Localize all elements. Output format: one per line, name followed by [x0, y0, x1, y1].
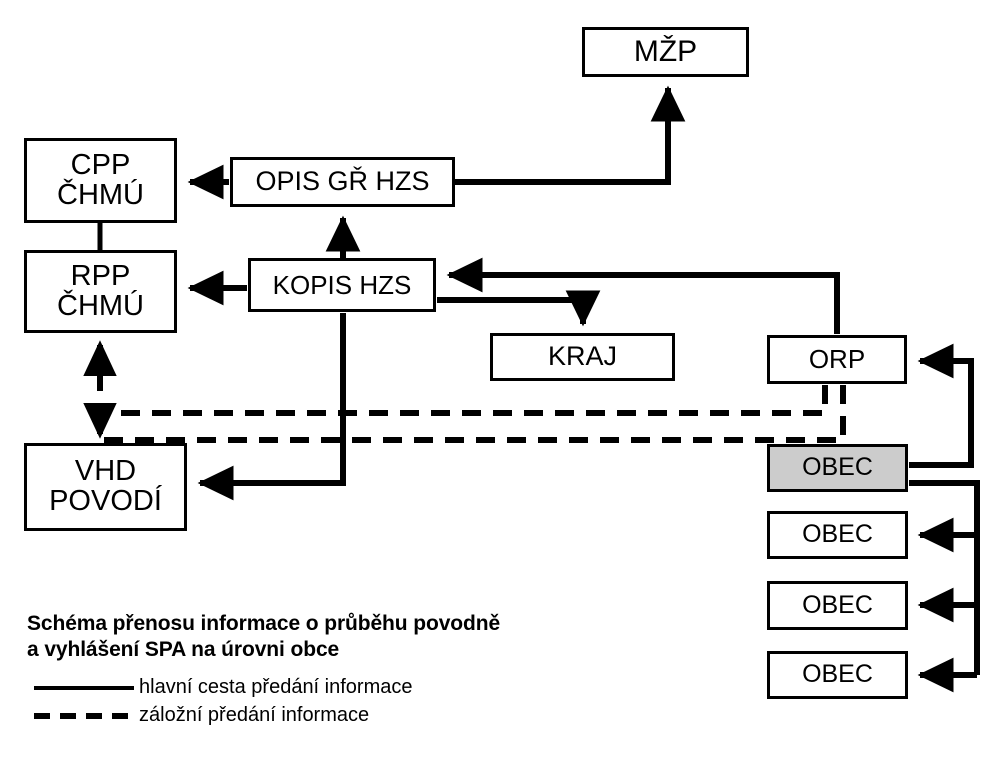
edge-orp-to-rpp-backup — [83, 340, 828, 416]
solid-line-swatch-icon — [27, 678, 139, 698]
dashed-line-swatch-icon — [27, 706, 139, 726]
edge-opis-to-mzp — [455, 85, 686, 185]
legend: Schéma přenosu informace o průběhu povod… — [27, 611, 647, 730]
node-obec-1[interactable]: OBEC — [767, 444, 908, 492]
node-obec-4[interactable]: OBEC — [767, 651, 908, 699]
node-opis-gr-hzs[interactable]: OPIS GŘ HZS — [230, 157, 455, 207]
edge-kopis-to-vhd — [197, 313, 346, 501]
legend-title: Schéma přenosu informace o průběhu povod… — [27, 612, 501, 661]
node-kopis-hzs[interactable]: KOPIS HZS — [248, 258, 436, 312]
legend-rows: hlavní cesta předání informace záložní p… — [27, 674, 647, 730]
node-mzp[interactable]: MŽP — [582, 27, 749, 77]
legend-label-solid: hlavní cesta předání informace — [139, 676, 413, 699]
edge-obec1-to-orp — [909, 343, 974, 468]
legend-row-dashed: záložní předání informace — [27, 702, 647, 730]
node-kraj[interactable]: KRAJ — [490, 333, 675, 381]
legend-label-dashed: záložní předání informace — [139, 704, 370, 727]
node-obec-3[interactable]: OBEC — [767, 581, 908, 630]
node-obec-2[interactable]: OBEC — [767, 511, 908, 559]
edge-kopis-to-kraj — [437, 290, 601, 327]
legend-row-solid: hlavní cesta předání informace — [27, 674, 647, 702]
node-rpp-chmu[interactable]: RPP ČHMÚ — [24, 250, 177, 333]
node-cpp-chmu[interactable]: CPP ČHMÚ — [24, 138, 177, 223]
edge-obec1-trunk — [909, 480, 980, 675]
node-vhd-povodi[interactable]: VHD POVODÍ — [24, 443, 187, 531]
node-orp[interactable]: ORP — [767, 335, 907, 384]
edge-orp-to-kopis — [446, 257, 840, 334]
